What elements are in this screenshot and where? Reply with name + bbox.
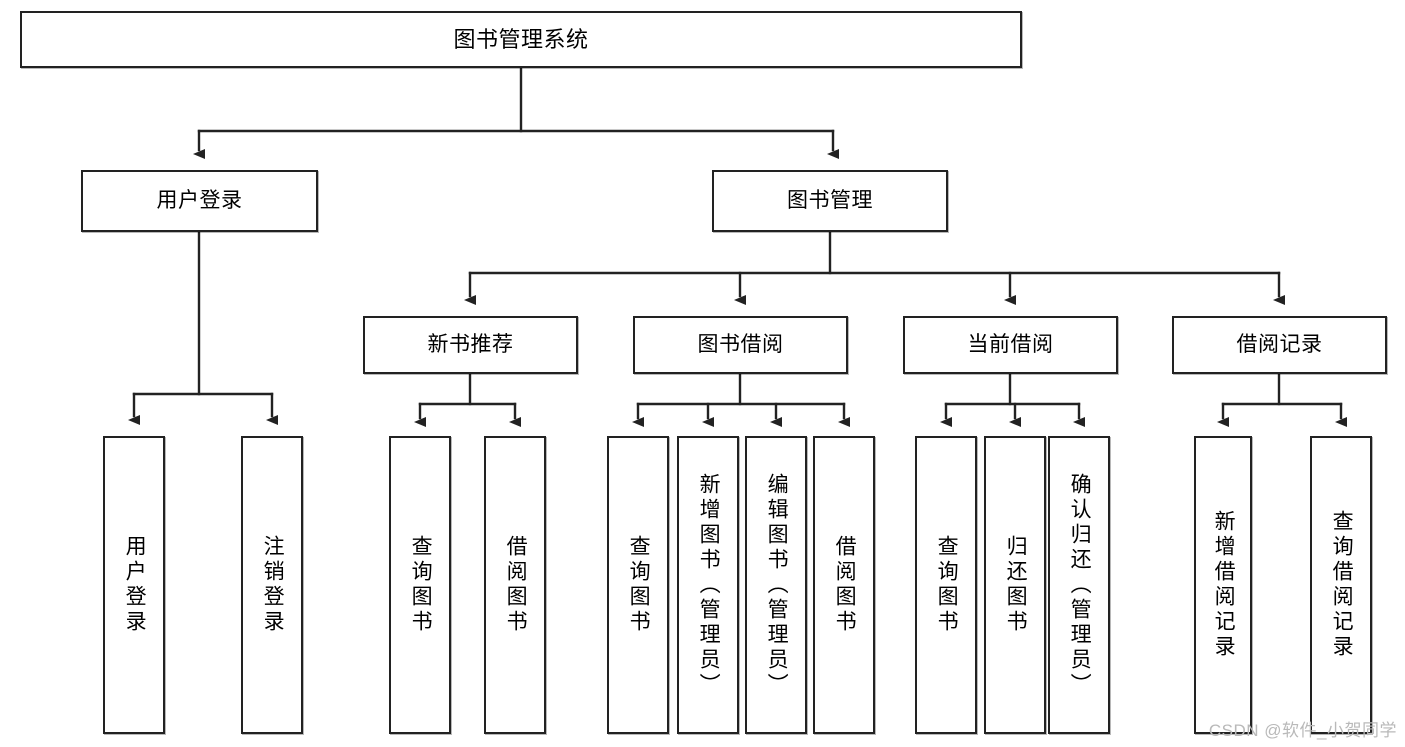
node-leaf-edit-book[interactable]: 编辑图书（管理员） — [745, 436, 807, 734]
node-book-borrow-label: 图书借阅 — [697, 332, 784, 356]
node-root-label: 图书管理系统 — [453, 26, 589, 52]
node-leaf-return-book-label: 归还图书 — [1004, 535, 1028, 635]
node-current-borrow[interactable]: 当前借阅 — [903, 316, 1118, 374]
node-leaf-add-book[interactable]: 新增图书（管理员） — [677, 436, 739, 734]
node-leaf-return-book[interactable]: 归还图书 — [984, 436, 1046, 734]
node-leaf-add-borrow-record-label: 新增借阅记录 — [1212, 510, 1236, 660]
node-leaf-query-book-borrow-label: 查询图书 — [627, 535, 651, 635]
node-leaf-query-borrow-record-label: 查询借阅记录 — [1330, 510, 1354, 660]
node-leaf-edit-book-label: 编辑图书（管理员） — [765, 472, 789, 698]
node-leaf-borrow-book-label: 借阅图书 — [833, 535, 857, 635]
node-leaf-add-book-label: 新增图书（管理员） — [697, 472, 721, 698]
node-leaf-borrow-book-rec[interactable]: 借阅图书 — [484, 436, 546, 734]
node-book-manage-label: 图书管理 — [787, 188, 873, 212]
node-book-manage[interactable]: 图书管理 — [712, 170, 948, 232]
node-leaf-user-logout-label: 注销登录 — [261, 535, 285, 635]
node-user-login-label: 用户登录 — [156, 188, 243, 212]
node-root[interactable]: 图书管理系统 — [20, 11, 1022, 68]
node-leaf-user-logout[interactable]: 注销登录 — [241, 436, 303, 734]
node-leaf-borrow-book-rec-label: 借阅图书 — [504, 535, 528, 635]
node-leaf-query-book-rec[interactable]: 查询图书 — [389, 436, 451, 734]
node-leaf-borrow-book[interactable]: 借阅图书 — [813, 436, 875, 734]
node-new-book-recommend[interactable]: 新书推荐 — [363, 316, 578, 374]
node-leaf-query-book-borrow[interactable]: 查询图书 — [607, 436, 669, 734]
node-leaf-add-borrow-record[interactable]: 新增借阅记录 — [1194, 436, 1252, 734]
node-borrow-record[interactable]: 借阅记录 — [1172, 316, 1387, 374]
node-leaf-query-book-current[interactable]: 查询图书 — [915, 436, 977, 734]
node-leaf-query-book-rec-label: 查询图书 — [409, 535, 433, 635]
node-leaf-user-login-label: 用户登录 — [123, 535, 147, 635]
node-book-borrow[interactable]: 图书借阅 — [633, 316, 848, 374]
node-new-book-recommend-label: 新书推荐 — [427, 332, 514, 356]
node-leaf-query-book-current-label: 查询图书 — [935, 535, 959, 635]
node-current-borrow-label: 当前借阅 — [967, 332, 1054, 356]
node-borrow-record-label: 借阅记录 — [1236, 332, 1323, 356]
csdn-watermark: CSDN @软件_小贺同学 — [1208, 721, 1397, 740]
node-leaf-confirm-return-label: 确认归还（管理员） — [1068, 472, 1092, 698]
node-leaf-user-login[interactable]: 用户登录 — [103, 436, 165, 734]
node-leaf-confirm-return[interactable]: 确认归还（管理员） — [1048, 436, 1110, 734]
node-user-login[interactable]: 用户登录 — [81, 170, 318, 232]
node-leaf-query-borrow-record[interactable]: 查询借阅记录 — [1310, 436, 1372, 734]
